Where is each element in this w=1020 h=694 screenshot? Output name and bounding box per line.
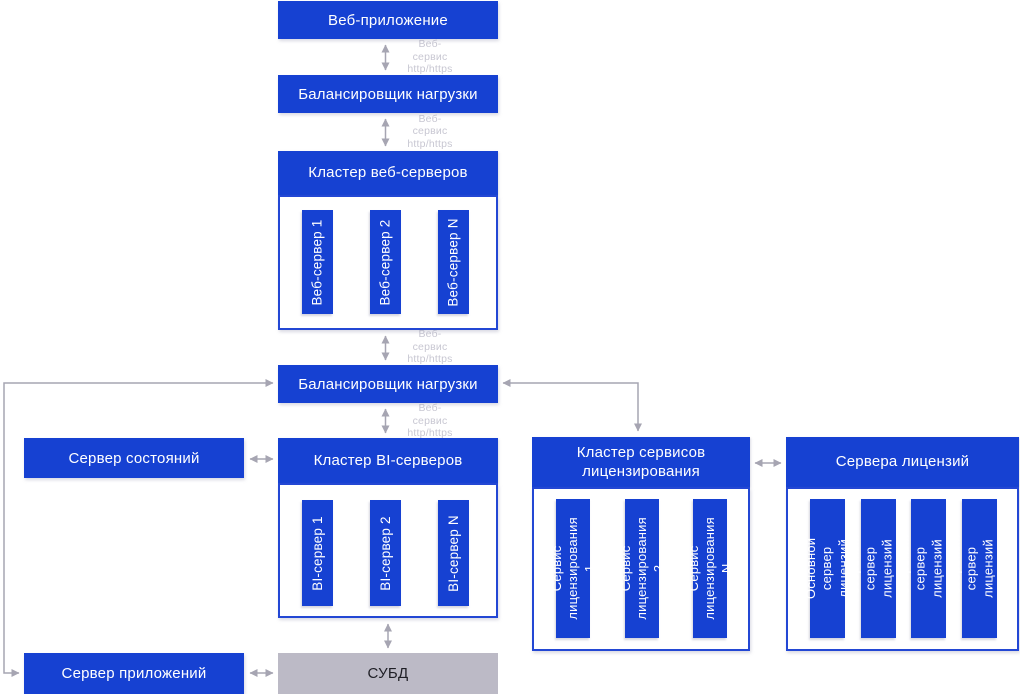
licensing-service-2-label: Сервис лицензирования 2: [617, 517, 666, 620]
bi-server-n-label: BI-сервер N: [446, 514, 462, 592]
edge-label-webapp-lb1: Веб- сервис http/https: [407, 38, 453, 76]
licensing-cluster-header: Кластер сервисов лицензирования: [532, 437, 750, 487]
node-application-server: Сервер приложений: [24, 653, 244, 694]
node-license-server-backup-2: Резервный сервер лицензий 2: [896, 499, 960, 638]
node-license-server-backup-n: Резервный сервер лицензий N: [947, 499, 1011, 638]
node-licensing-service-2: Сервис лицензирования 2: [618, 499, 665, 638]
bi-cluster-title: Кластер BI-серверов: [313, 451, 463, 469]
node-license-server-main: Основной сервер лицензий: [803, 499, 851, 638]
node-bi-server-2: BI-сервер 2: [370, 500, 401, 606]
license-server-backup-n-label: Резервный сервер лицензий N: [947, 534, 1011, 603]
web-server-2-label: Веб-сервер 2: [378, 218, 393, 306]
bi-server-1-label: BI-сервер 1: [310, 515, 326, 591]
edge-label-webcluster-lb2: Веб- сервис http/https: [407, 328, 453, 366]
node-licensing-service-1: Сервис лицензирования 1: [549, 499, 596, 638]
node-web-server-2: Веб-сервер 2: [370, 210, 401, 314]
edge-label-lb1-webcluster: Веб- сервис http/https: [407, 112, 453, 150]
licensing-service-n-label: Сервис лицензирования N: [685, 517, 734, 620]
node-state-server: Сервер состояний: [24, 438, 244, 478]
node-bi-server-1: BI-сервер 1: [302, 500, 333, 606]
node-web-server-1: Веб-сервер 1: [302, 210, 333, 314]
arrow-lb2-licensingcluster: [502, 379, 642, 432]
web-cluster-title: Кластер веб-серверов: [308, 164, 468, 182]
arrow-appserver-lb2: [3, 379, 274, 677]
license-servers-header: Сервера лицензий: [786, 437, 1019, 487]
web-server-n-label: Веб-сервер N: [446, 217, 462, 307]
node-licensing-service-n: Сервис лицензирования N: [686, 499, 733, 638]
node-load-balancer-top: Балансировщик нагрузки: [278, 75, 498, 113]
node-web-server-n: Веб-сервер N: [438, 210, 469, 314]
bi-server-2-label: BI-сервер 2: [378, 515, 394, 591]
node-license-server-backup-1: Резервный сервер лицензий 1: [846, 499, 910, 638]
bi-cluster-header: Кластер BI-серверов: [278, 438, 498, 483]
license-servers-title: Сервера лицензий: [835, 453, 970, 471]
web-server-1-label: Веб-сервер 1: [310, 218, 325, 306]
licensing-service-1-label: Сервис лицензирования 1: [548, 517, 597, 620]
node-load-balancer-mid: Балансировщик нагрузки: [278, 365, 498, 403]
licensing-cluster-title: Кластер сервисов лицензирования: [576, 443, 706, 481]
license-server-main-label: Основной сервер лицензий: [803, 537, 851, 600]
node-web-application: Веб-приложение: [278, 1, 498, 39]
node-bi-server-n: BI-сервер N: [438, 500, 469, 606]
web-cluster-header: Кластер веб-серверов: [278, 151, 498, 195]
node-dbms: СУБД: [278, 653, 498, 694]
edge-label-lb2-bicluster: Веб- сервис http/https: [407, 402, 453, 440]
